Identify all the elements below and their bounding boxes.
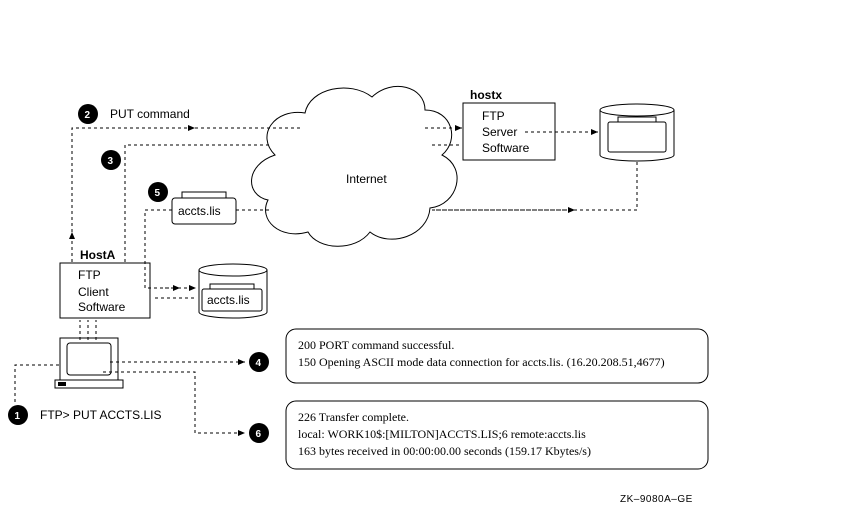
message-box-1: 200 PORT command successful. 150 Opening… <box>285 328 709 384</box>
message-2-line-2: local: WORK10$:[MILTON]ACCTS.LIS;6 remot… <box>298 427 586 441</box>
computer-icon <box>54 337 124 389</box>
step-3-badge: 3 <box>101 150 121 170</box>
ftp-server-box: hostx FTP Server Software <box>462 88 556 161</box>
client-line3: Software <box>78 300 126 314</box>
step-4-number: 4 <box>256 358 262 369</box>
message-box-2: 226 Transfer complete. local: WORK10$:[M… <box>285 400 709 470</box>
internet-cloud: Internet <box>251 85 458 247</box>
figure-reference: ZK–9080A–GE <box>620 494 693 505</box>
message-2-line-3: 163 bytes received in 00:00:00.00 second… <box>298 444 591 458</box>
step-3-number: 3 <box>108 156 114 167</box>
client-line2: Client <box>78 285 109 299</box>
host-x-label: hostx <box>470 88 502 102</box>
message-1-line-2: 150 Opening ASCII mode data connection f… <box>298 355 665 369</box>
step-2-badge: 2 <box>78 104 98 124</box>
step-4-badge: 4 <box>249 352 269 372</box>
step-1-badge: 1 <box>8 405 28 425</box>
local-disk-icon: accts.lis <box>198 263 268 319</box>
local-file-label: accts.lis <box>207 293 250 307</box>
transfer-file-label: accts.lis <box>178 204 221 218</box>
step-5-badge: 5 <box>148 182 168 202</box>
server-line1: FTP <box>482 109 505 123</box>
connection-lines <box>14 125 638 436</box>
step-1-number: 1 <box>15 411 21 422</box>
user-command-label: FTP> PUT ACCTS.LIS <box>40 408 161 422</box>
message-2-line-1: 226 Transfer complete. <box>298 410 409 424</box>
step-6-badge: 6 <box>249 423 269 443</box>
message-1-line-1: 200 PORT command successful. <box>298 338 454 352</box>
internet-label: Internet <box>346 172 387 186</box>
file-icon: accts.lis <box>171 191 237 225</box>
step-2-number: 2 <box>85 110 91 121</box>
put-command-label: PUT command <box>110 107 190 121</box>
server-line2: Server <box>482 125 517 139</box>
step-6-number: 6 <box>256 429 262 440</box>
step-5-number: 5 <box>155 188 161 199</box>
ftp-client-box: HostA FTP Client Software <box>59 248 151 319</box>
client-line1: FTP <box>78 268 101 282</box>
remote-disk-icon <box>599 103 675 162</box>
server-line3: Software <box>482 141 530 155</box>
host-a-label: HostA <box>80 248 116 262</box>
